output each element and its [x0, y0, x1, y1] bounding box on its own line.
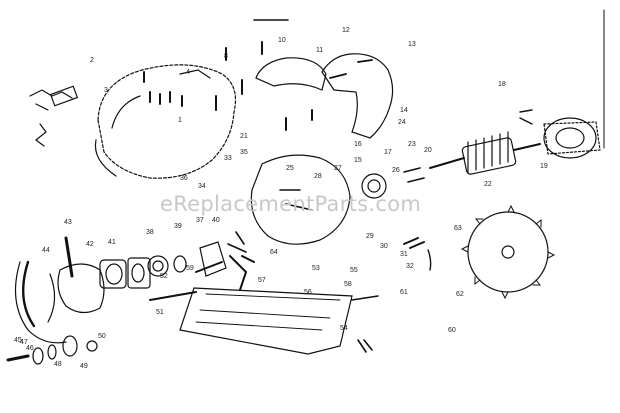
armature-part [429, 131, 541, 175]
callout-24: 24 [398, 119, 406, 126]
saw-blade-part [460, 204, 556, 300]
callout-60: 60 [448, 327, 456, 334]
base-shoe-part [149, 255, 353, 355]
callout-37: 37 [196, 217, 204, 224]
callout-41: 41 [108, 239, 116, 246]
callout-30: 30 [380, 243, 388, 250]
callout-34: 34 [198, 183, 206, 190]
callout-62: 62 [456, 291, 464, 298]
callout-33: 33 [224, 155, 232, 162]
callout-46: 46 [26, 345, 34, 352]
callout-49: 49 [80, 363, 88, 370]
callout-12: 12 [342, 27, 350, 34]
callout-55: 55 [350, 267, 358, 274]
callout-19: 19 [540, 163, 548, 170]
handle-part [321, 53, 394, 139]
callout-3: 3 [104, 87, 108, 94]
callout-18: 18 [498, 81, 506, 88]
callout-11: 11 [316, 47, 323, 54]
spring-pin-part [351, 109, 533, 353]
callout-14: 14 [400, 107, 408, 114]
callout-28: 28 [314, 173, 322, 180]
callout-17: 17 [384, 149, 392, 156]
callout-4: 4 [186, 69, 190, 76]
callout-22: 22 [484, 181, 492, 188]
callout-35: 35 [240, 149, 248, 156]
callout-2: 2 [90, 57, 94, 64]
gear-case-part [250, 154, 425, 245]
watermark-text: eReplacementParts.com [160, 192, 422, 216]
callout-42: 42 [86, 241, 94, 248]
callout-44: 44 [42, 247, 50, 254]
power-cord-part [29, 85, 79, 147]
callout-53: 53 [312, 265, 320, 272]
washer-stack-part [6, 335, 98, 365]
callout-50: 50 [98, 333, 106, 340]
callout-51: 51 [156, 309, 164, 316]
callout-13: 13 [408, 41, 416, 48]
callout-45: 45 [14, 337, 22, 344]
callout-40: 40 [212, 217, 220, 224]
spindle-assembly-part [57, 231, 247, 314]
callout-38: 38 [146, 229, 154, 236]
callout-54: 54 [340, 325, 348, 332]
callout-25: 25 [286, 165, 294, 172]
motor-housing-part [94, 64, 237, 179]
callout-58: 58 [344, 281, 352, 288]
callout-27: 27 [334, 165, 342, 172]
callout-31: 31 [400, 251, 408, 258]
callout-47: 47 [20, 339, 28, 346]
callout-61: 61 [400, 289, 408, 296]
callout-36: 36 [180, 175, 188, 182]
callout-48: 48 [54, 361, 62, 368]
upper-guard-part [253, 19, 327, 91]
callout-10: 10 [278, 37, 286, 44]
callout-20: 20 [424, 147, 432, 154]
callout-29: 29 [366, 233, 374, 240]
screw-set-part [143, 41, 313, 131]
callout-64: 64 [270, 249, 278, 256]
lower-guard-part [14, 260, 67, 344]
callout-1: 1 [178, 117, 182, 124]
callout-23: 23 [408, 141, 416, 148]
callout-15: 15 [354, 157, 362, 164]
callout-39: 39 [174, 223, 182, 230]
callout-52: 52 [160, 273, 168, 280]
end-bell-part [543, 9, 605, 159]
callout-16: 16 [354, 141, 362, 148]
callout-57: 57 [258, 277, 266, 284]
callout-21: 21 [240, 133, 248, 140]
callout-56: 56 [304, 289, 312, 296]
callout-59: 59 [186, 265, 194, 272]
callout-26: 26 [392, 167, 400, 174]
callout-43: 43 [64, 219, 72, 226]
callout-8: 8 [224, 53, 228, 60]
callout-32: 32 [406, 263, 414, 270]
callout-63: 63 [454, 225, 462, 232]
